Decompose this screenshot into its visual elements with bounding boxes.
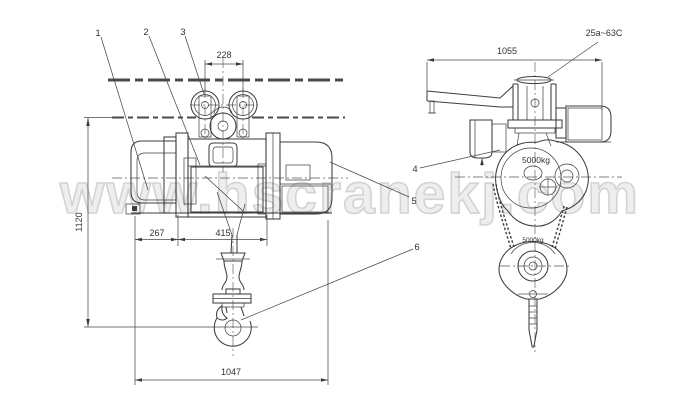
part-label-1: 1 — [95, 28, 100, 39]
control-box — [469, 119, 507, 166]
hook-block-side: 5000kg — [498, 237, 572, 348]
trolley-side — [507, 83, 563, 134]
part-callouts: 1 2 3 4 5 6 — [95, 27, 501, 321]
dim-1055: 1055 — [497, 46, 517, 56]
gear-case: 5000kg — [495, 132, 589, 227]
chain-falls — [492, 183, 568, 250]
part-label-2: 2 — [143, 27, 148, 38]
front-dimensions: 228 1120 267 415 1047 — [74, 50, 329, 385]
hoist-body-front — [112, 132, 348, 220]
capacity-hook-block: 5000kg — [522, 237, 544, 244]
counterweight-arm — [426, 85, 514, 114]
front-view: 228 1120 267 415 1047 — [74, 50, 348, 385]
part-label-5: 5 — [411, 196, 416, 207]
side-dimensions: 1055 25a~63C — [426, 28, 623, 110]
runway-beam — [108, 78, 345, 119]
dim-228: 228 — [216, 50, 231, 60]
gearbox-cover — [130, 140, 177, 204]
hook — [213, 317, 252, 347]
part-label-6: 6 — [414, 242, 419, 253]
beam-flange-section — [514, 75, 554, 85]
beam-spec-label: 25a~63C — [586, 28, 623, 38]
dim-1047: 1047 — [221, 367, 241, 377]
watermark-text: www.hscranekj.com — [59, 162, 640, 226]
rope-drum — [190, 166, 264, 213]
trolley-front — [190, 58, 258, 172]
side-view: 5000kg 5000kg — [426, 28, 623, 352]
hook-front — [212, 191, 252, 356]
dim-267: 267 — [149, 228, 164, 238]
travel-motor — [555, 105, 612, 143]
hoist-motor — [279, 141, 333, 215]
capacity-gear-case: 5000kg — [522, 155, 550, 165]
dim-415: 415 — [215, 228, 230, 238]
part-label-4: 4 — [412, 164, 417, 175]
dim-1120: 1120 — [74, 212, 84, 231]
part-label-3: 3 — [180, 27, 185, 38]
rope-guide — [183, 157, 197, 205]
